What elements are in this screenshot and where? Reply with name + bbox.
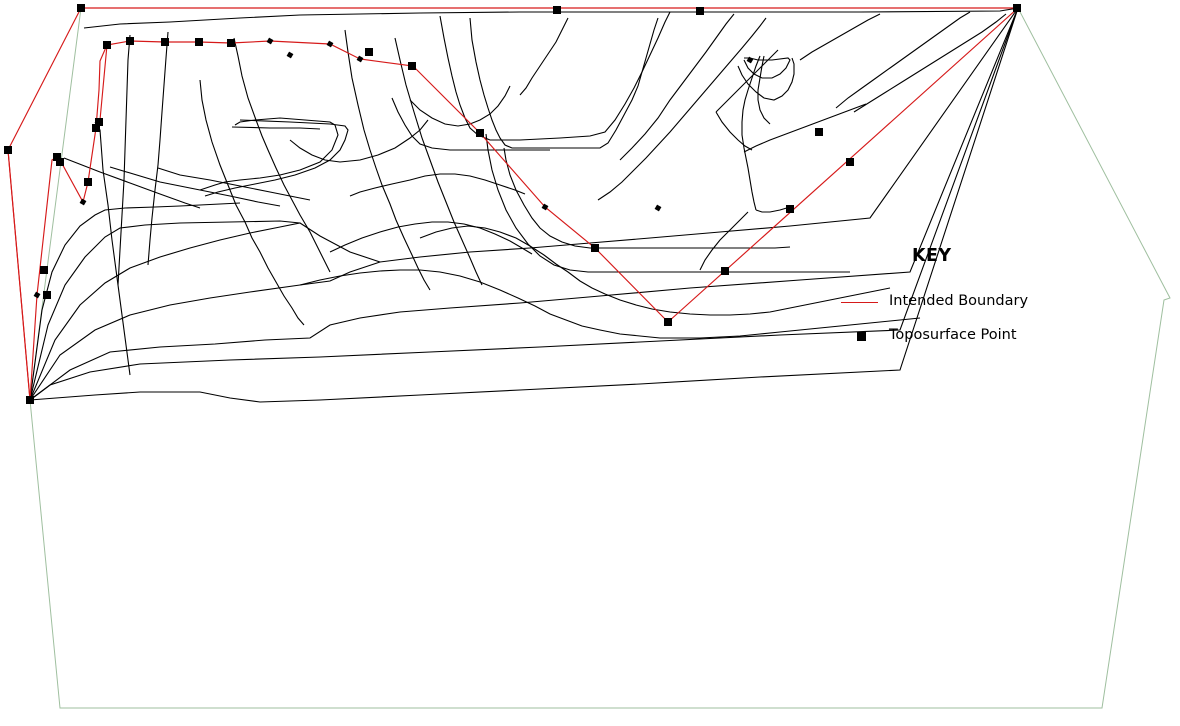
toposurface-point [476,129,484,137]
toposurface-point [664,318,672,326]
toposurface-point-swatch-icon [857,332,866,341]
contour-line [29,222,381,401]
toposurface-point [26,396,34,404]
toposurface-point [227,39,235,47]
contour-line [233,37,331,273]
contour-line [147,31,169,266]
toposurface-point [56,158,64,166]
toposurface-point [846,158,854,166]
contour-line [743,103,867,153]
legend-item-label: Intended Boundary [889,293,1029,309]
toposurface-point [103,41,111,49]
contour-line [715,49,779,113]
contour-line [199,79,305,326]
contour-line [29,7,1019,403]
toposurface-point [43,291,51,299]
toposurface-point [161,38,169,46]
contour-line [29,7,1019,401]
toposurface-point [95,118,103,126]
contour-line [29,7,1019,401]
contour-line [204,119,349,197]
toposurface-point [591,244,599,252]
contour-line [109,166,281,207]
contour-line [344,29,431,291]
toposurface-point [746,56,754,64]
toposurface-point [195,38,203,46]
intended-boundary-segment [7,149,31,401]
contour-line [755,206,791,213]
contour-lines-group [29,7,1019,403]
contour-line [741,55,761,211]
toposurface-point [1013,4,1021,12]
contour-line [835,11,971,109]
toposurface-point [126,37,134,45]
contour-line [391,97,550,151]
legend-item-label: Toposurface Point [889,327,1017,343]
contour-line [469,17,659,149]
toposurface-points-group [4,4,1021,404]
contour-line [699,211,749,271]
toposurface-point [553,6,561,14]
contour-line [83,7,1019,29]
contour-line [619,13,735,161]
toposurface-point [815,128,823,136]
toposurface-point [721,267,729,275]
toposurface-point [77,4,85,12]
site-extent-polygon [29,7,1171,709]
contour-line [94,121,131,376]
contour-line [715,111,753,151]
toposurface-point [4,146,12,154]
contour-line [29,202,241,401]
contour-line [503,147,791,249]
contour-line [799,13,881,61]
toposurface-point [92,124,100,132]
toposurface-point [541,203,549,211]
boundary-line-swatch-icon [841,302,878,303]
contour-line [231,126,321,130]
toposurface-point [266,37,274,45]
legend-panel: KEY Intended Boundary Toposurface Point [836,236,1076,356]
toposurface-point [53,153,61,161]
toposurface-point [326,40,334,48]
toposurface-point [356,55,364,63]
contour-line [853,13,1007,113]
toposurface-point [408,62,416,70]
contour-line [29,7,1019,401]
toposurface-point [286,51,294,59]
toposurface-point [654,204,662,212]
contour-line [63,157,201,209]
contour-line [737,57,795,101]
toposurface-point [365,48,373,56]
toposurface-point [33,291,41,299]
contour-line [757,55,771,125]
toposurface-point [79,198,87,206]
toposurface-point [84,178,92,186]
toposurface-point [786,205,794,213]
contour-line [485,133,850,273]
contour-line [419,225,891,316]
legend-item-toposurface-point: Toposurface Point [836,325,1076,349]
contour-line [394,37,483,286]
toposurface-point [40,266,48,274]
legend-item-intended-boundary: Intended Boundary [836,291,1076,315]
contour-line [199,117,339,191]
contour-line [597,17,767,201]
contour-line [349,173,526,197]
contour-line [299,269,921,339]
contour-line [29,220,301,401]
contour-line [289,119,429,163]
contour-line [117,34,131,286]
contour-line [439,11,671,141]
toposurface-point [696,7,704,15]
contour-line [519,17,569,96]
contour-line [329,221,533,255]
contour-line [157,167,311,201]
contour-line [409,85,511,127]
legend-title: KEY [912,246,952,266]
